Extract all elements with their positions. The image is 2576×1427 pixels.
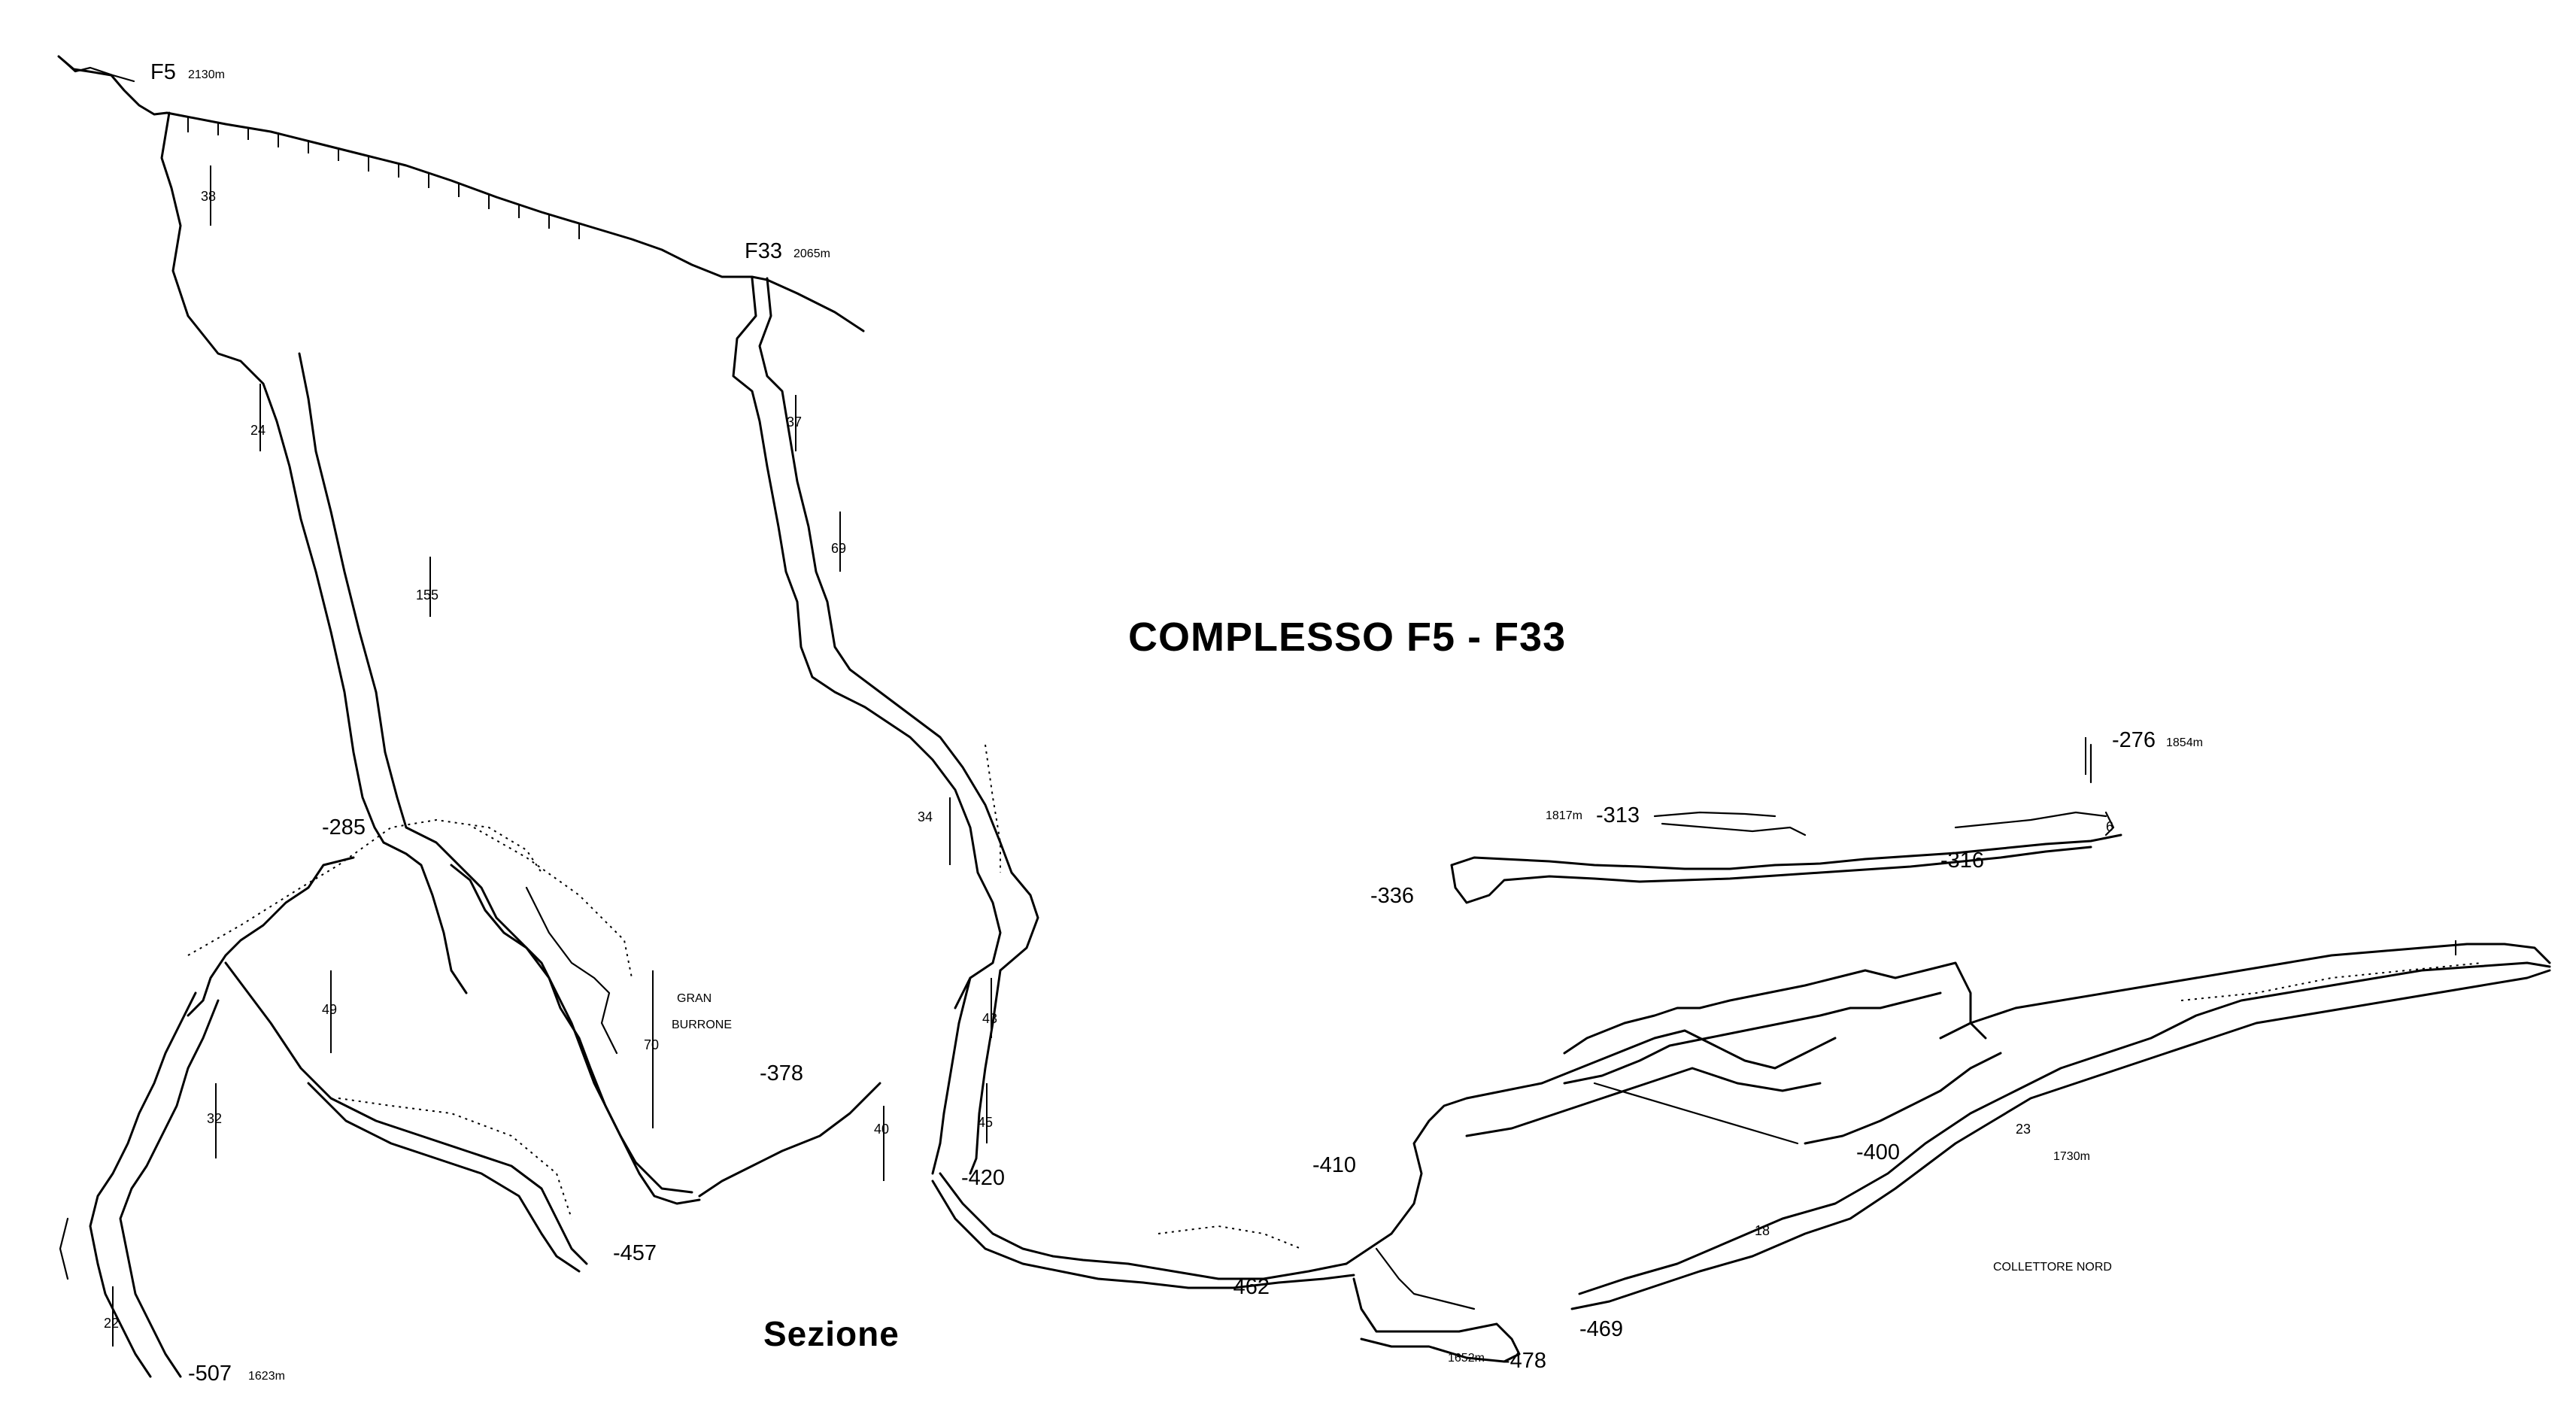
pitch-40: 40 [874,1122,890,1137]
pitch-markers [112,165,2456,1347]
to-478-b [1352,1277,1521,1363]
depth-478: -478 [1503,1349,1547,1373]
depth-457: -457 [613,1241,657,1265]
main-gallery-lower [931,1180,1355,1289]
depth-276: -276 [2112,728,2156,752]
depth-507: -507 [188,1362,232,1386]
pitch-34: 34 [918,809,933,824]
upper-gallery-313-b [1661,822,1807,836]
pitch-70: 70 [644,1037,660,1052]
pitch-45: 45 [978,1115,994,1130]
f33-shaft-east-wall [758,277,1039,972]
surface-ticks [187,117,580,239]
depth-336: -336 [1370,884,1415,908]
central-gallery-a [1465,1029,1837,1100]
depth-469: -469 [1579,1317,1624,1341]
pitch-6: 6 [2106,819,2114,834]
entrance-f5-altitude: 2130m [188,68,225,81]
dotted-upper-west [187,818,542,956]
main-gallery-dotted [1158,1225,1302,1249]
section-label: Sezione [763,1314,900,1353]
depth-410: -410 [1312,1153,1357,1177]
upper-branch-400 [1563,961,1987,1055]
surface-line [57,55,865,332]
gran-burrone-wall-3 [450,864,693,1194]
area-burrone: BURRONE [672,1019,733,1031]
upper-branch-400-b [1563,991,1942,1085]
west-branch-to-457-b [307,1082,581,1273]
wall-to-378 [698,1082,881,1198]
shaft-276 [2089,743,2115,836]
f5-shaft-east-wall [298,352,408,829]
depth-462: -462 [1226,1275,1270,1299]
diag-line [1593,1082,1799,1145]
pitch-155: 155 [416,587,439,603]
central-gallery-b [1465,1067,1822,1137]
gran-burrone-wall-2 [405,826,701,1205]
entrance-f33-name: F33 [745,239,782,263]
dotted-457 [338,1098,572,1219]
altitude-1623: 1623m [248,1370,285,1383]
deep-branch-stub [59,1217,69,1280]
f33-lower-east [969,969,1002,1175]
pitch-22: 22 [104,1316,120,1331]
depth-420: -420 [961,1166,1006,1190]
diagram-title: COMPLESSO F5 - F33 [1128,615,1567,660]
deep-branch-b [119,999,220,1378]
pitch-24: 24 [250,423,266,438]
pitch-69: 69 [831,541,847,556]
entrance-f5-name: F5 [150,60,176,84]
depth-378: -378 [760,1061,804,1085]
depth-316: -316 [1940,849,1985,873]
pitch-32: 32 [207,1111,223,1126]
upper-gallery-336-b [1450,846,2092,904]
f5-shaft-west-wall [160,111,385,844]
depth-313: -313 [1596,803,1640,827]
collettore-lower [1570,969,2551,1310]
collettore-top [1939,943,2551,1040]
area-collettore-nord: COLLETTORE NORD [1993,1261,2112,1274]
deep-branch-a [89,991,197,1378]
upper-gallery-313 [1653,811,1776,818]
west-branch-upper [187,856,355,1017]
main-gallery-upper [939,1172,1348,1280]
altitude-1854: 1854m [2166,736,2203,749]
gallery-276-link [1954,811,2107,829]
altitude-1652: 1652m [1448,1352,1485,1365]
gran-burrone-wall-1 [382,841,468,994]
pitch-43: 43 [982,1011,998,1026]
west-branch-to-457 [224,961,588,1265]
altitude-1817: 1817m [1546,809,1582,822]
pitch-49: 49 [322,1002,338,1017]
dotted-mid [473,827,633,979]
pitch-23: 23 [2016,1122,2031,1137]
branch-to-400 [1804,1052,2002,1145]
altitude-1730: 1730m [2053,1150,2090,1163]
to-478-a [1345,1097,1468,1265]
burrone-side-chamber [525,886,618,1055]
dotted-f33 [985,744,1001,873]
pitch-38: 38 [201,189,217,204]
surface-tail [57,55,135,83]
to-478-c [1375,1247,1476,1310]
pitch-18: 18 [1755,1223,1770,1238]
f33-shaft-west-wall [732,277,1002,1010]
collettore-upper [1578,961,2551,1295]
f33-lower-west [931,976,972,1175]
depth-285: -285 [322,815,366,840]
pitch-37: 37 [787,414,803,430]
area-gran: GRAN [677,992,712,1005]
upper-gallery-336-a [1450,833,2122,870]
entrance-f33-altitude: 2065m [793,247,830,260]
depth-400: -400 [1856,1140,1901,1164]
